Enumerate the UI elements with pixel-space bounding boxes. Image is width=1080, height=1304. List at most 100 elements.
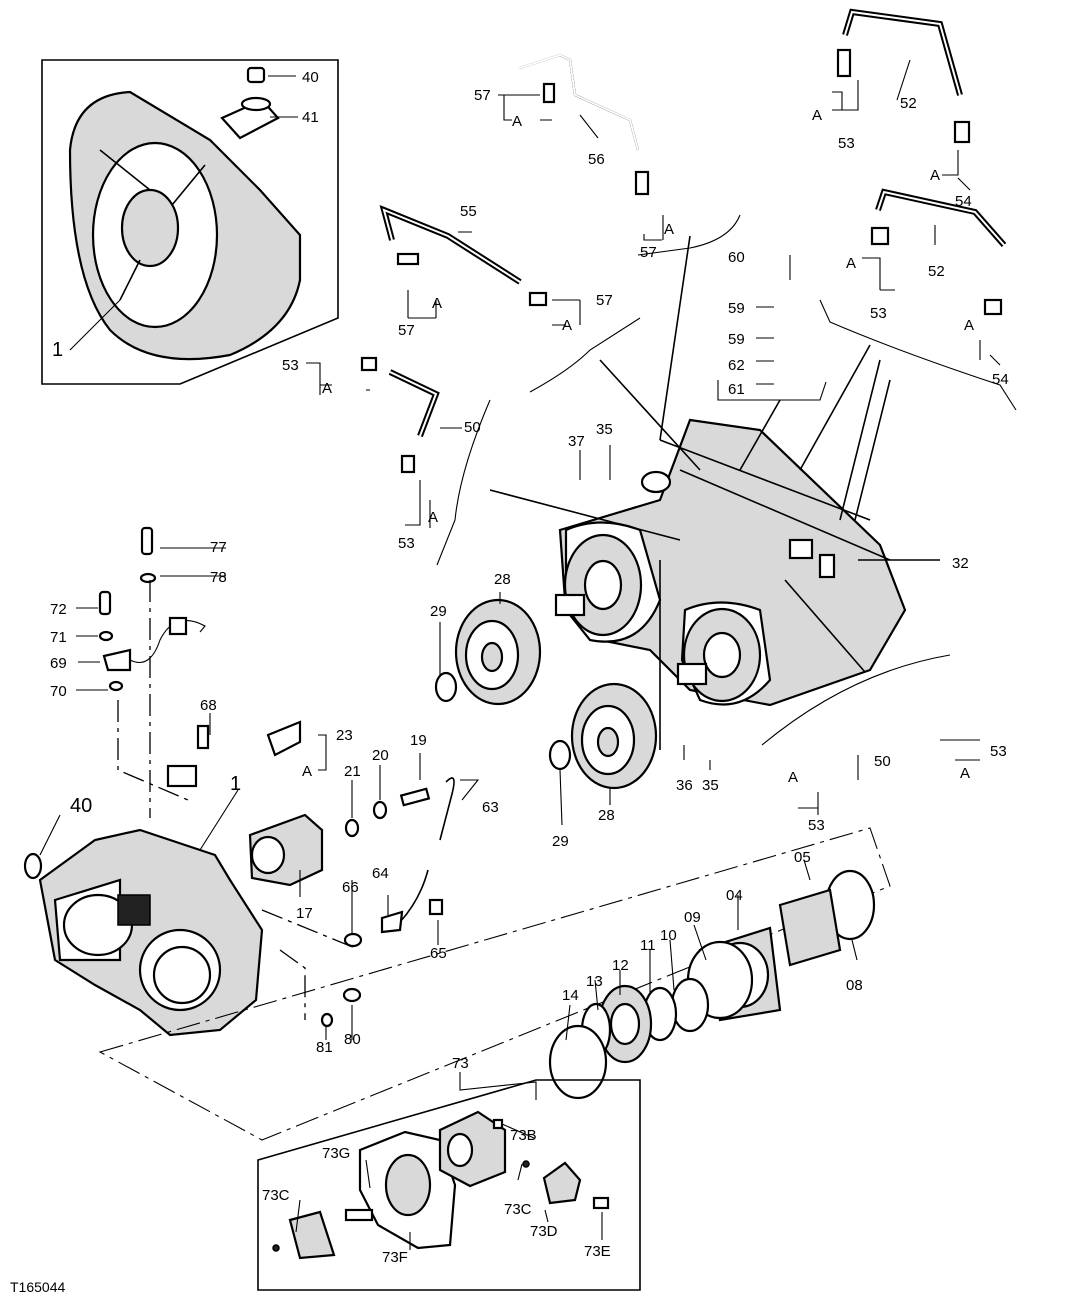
callout-71: 71 (50, 629, 67, 646)
callout-04: 04 (726, 887, 743, 904)
pipe-52-upper (836, 8, 971, 144)
callout-52b: 52 (928, 263, 945, 280)
callout-68: 68 (200, 697, 217, 714)
callout-55: 55 (460, 203, 477, 220)
callout-23: 23 (336, 727, 353, 744)
callout-70: 70 (50, 683, 67, 700)
callout-29b: 29 (552, 833, 569, 850)
callout-73c2: 73C (504, 1201, 532, 1218)
callout-53f: 53 (990, 743, 1007, 760)
callout-19: 19 (410, 732, 427, 749)
callout-57a: 57 (474, 87, 491, 104)
callout-12: 12 (612, 957, 629, 974)
callout-61: 61 (728, 381, 745, 398)
callout-73: 73 (452, 1055, 469, 1072)
callout-53ca: A (322, 380, 332, 397)
callout-60: 60 (728, 249, 745, 266)
callout-57b: 57 (640, 244, 657, 261)
callout-66: 66 (342, 879, 359, 896)
callout-59a: 59 (728, 300, 745, 317)
callout-50a: 50 (464, 419, 481, 436)
callout-frames (436, 214, 1017, 750)
callout-73d: 73D (530, 1223, 558, 1240)
callout-78: 78 (210, 569, 227, 586)
callout-77: 77 (210, 539, 227, 556)
callout-57c: 57 (398, 322, 415, 339)
callout-54ba: A (964, 317, 974, 334)
callout-10: 10 (660, 927, 677, 944)
callout-28b: 28 (598, 807, 615, 824)
callout-53a: 53 (838, 135, 855, 152)
pipe-55 (379, 204, 548, 307)
callout-21: 21 (344, 763, 361, 780)
hydraulic-pump-32 (554, 418, 907, 707)
callout-54a: 54 (955, 193, 972, 210)
callout-53e: 53 (808, 817, 825, 834)
callout-40a: 40 (302, 69, 319, 86)
callout-63: 63 (482, 799, 499, 816)
callout-81: 81 (316, 1039, 333, 1056)
pipe-56 (519, 53, 650, 196)
snap-ring-29-lower (548, 739, 572, 771)
callout-69: 69 (50, 655, 67, 672)
pulley-28-lower (570, 682, 658, 790)
callout-65: 65 (430, 945, 447, 962)
callout-23a: A (302, 763, 312, 780)
figure-id-label: T165044 (10, 1279, 65, 1295)
callout-09: 09 (684, 909, 701, 926)
callout-53c: 53 (282, 357, 299, 374)
callout-20: 20 (372, 747, 389, 764)
callout-17: 17 (296, 905, 313, 922)
pipe-52-lower (870, 188, 1007, 316)
callout-73g: 73G (322, 1145, 350, 1162)
drive-gear-train (98, 827, 891, 1141)
callout-1a: 1 (52, 339, 63, 361)
snap-ring-29-upper (434, 671, 458, 703)
callout-53d: 53 (398, 535, 415, 552)
callout-13: 13 (586, 973, 603, 990)
callout-11: 11 (640, 937, 656, 954)
callout-29a: 29 (430, 603, 447, 620)
callout-72: 72 (50, 601, 67, 618)
callout-62: 62 (728, 357, 745, 374)
callout-64: 64 (372, 865, 389, 882)
callout-80: 80 (344, 1031, 361, 1048)
callout-40b: 40 (70, 795, 92, 817)
callout-35a: 35 (596, 421, 613, 438)
main-housing-1 (23, 828, 264, 1037)
inset-housing-box (41, 59, 339, 385)
callout-53ea: A (788, 769, 798, 786)
callout-05: 05 (794, 849, 811, 866)
callout-52a: 52 (900, 95, 917, 112)
callout-57aa: A (512, 113, 522, 130)
callout-57ba: A (664, 221, 674, 238)
callout-35b: 35 (702, 777, 719, 794)
callout-32: 32 (952, 555, 969, 572)
callout-1b: 1 (230, 773, 241, 795)
callout-54b: 54 (992, 371, 1009, 388)
callout-08: 08 (846, 977, 863, 994)
callout-53aa: A (812, 107, 822, 124)
callout-54aa: A (930, 167, 940, 184)
callout-59b: 59 (728, 331, 745, 348)
callout-53ba: A (846, 255, 856, 272)
coupling-inset-box (257, 1079, 641, 1291)
callout-53fa: A (960, 765, 970, 782)
callout-50b: 50 (874, 753, 891, 770)
small-parts-cluster (98, 526, 455, 1028)
callout-57d: 57 (596, 292, 613, 309)
callout-73b: 73B (510, 1127, 537, 1144)
callout-36: 36 (676, 777, 693, 794)
callout-73c1: 73C (262, 1187, 290, 1204)
leader-lines (39, 59, 1001, 1250)
callout-14: 14 (562, 987, 579, 1004)
callout-56: 56 (588, 151, 605, 168)
pipe-50-left (360, 356, 440, 474)
pulley-28-upper (454, 598, 542, 706)
callout-28a: 28 (494, 571, 511, 588)
callout-41: 41 (302, 109, 319, 126)
callout-53da: A (428, 509, 438, 526)
